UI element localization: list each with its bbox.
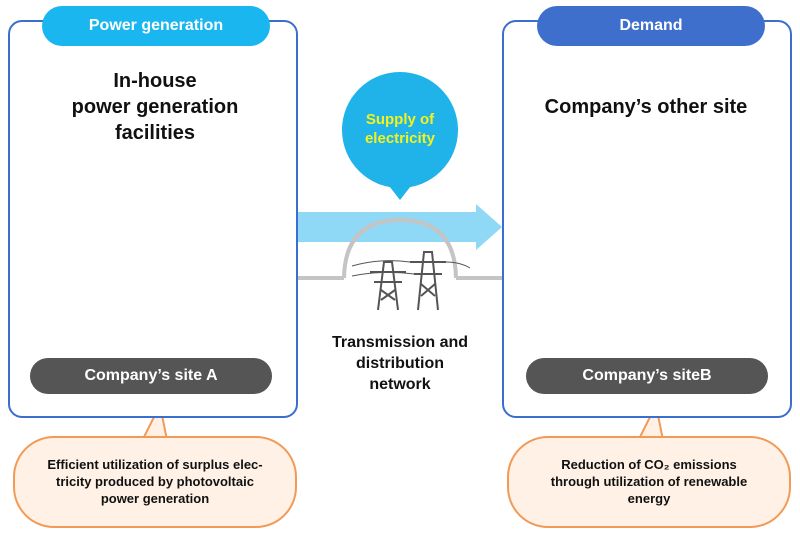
network-line-3: network	[369, 376, 431, 393]
supply-line-1: Supply of	[365, 111, 435, 128]
power-generation-tab: Power generation	[42, 6, 270, 46]
left-callout-shape	[13, 401, 297, 528]
network-line-1: Transmission and	[331, 334, 469, 351]
facilities-title: In-house power generation facilities	[40, 68, 270, 146]
left-callout-line-1: Efficient utilization of surplus elec-	[47, 457, 263, 472]
facilities-title-line-3: facilities	[114, 122, 196, 144]
site-b-label: Company’s siteB	[526, 358, 768, 394]
transmission-tower-icon	[351, 251, 471, 311]
supply-arrow	[296, 204, 502, 250]
facilities-title-line-2: power generation	[71, 96, 239, 118]
right-callout-text: Reduction of CO₂ emissions through utili…	[518, 456, 780, 507]
supply-line-2: electricity	[364, 130, 436, 147]
supply-bubble-text: Supply of electricity	[348, 110, 452, 148]
right-callout-line-2: through utilization of renewable	[550, 474, 748, 489]
site-a-label: Company’s site A	[30, 358, 272, 394]
right-callout-line-1: Reduction of CO₂ emissions	[561, 457, 737, 472]
other-site-title: Company’s other site	[544, 96, 748, 118]
network-label: Transmission and distribution network	[310, 332, 490, 395]
power-generation-panel	[8, 20, 298, 418]
facilities-title-line-1: In-house	[113, 70, 197, 92]
left-callout-line-3: power generation	[100, 491, 210, 506]
demand-panel	[502, 20, 792, 418]
demand-tab: Demand	[537, 6, 765, 46]
network-line-2: distribution	[356, 355, 444, 372]
left-callout-text: Efficient utilization of surplus elec- t…	[24, 456, 286, 507]
supply-bubble-shape	[342, 72, 458, 200]
left-callout-line-2: tricity produced by photovoltaic	[56, 474, 254, 489]
right-callout-line-3: energy	[627, 491, 671, 506]
